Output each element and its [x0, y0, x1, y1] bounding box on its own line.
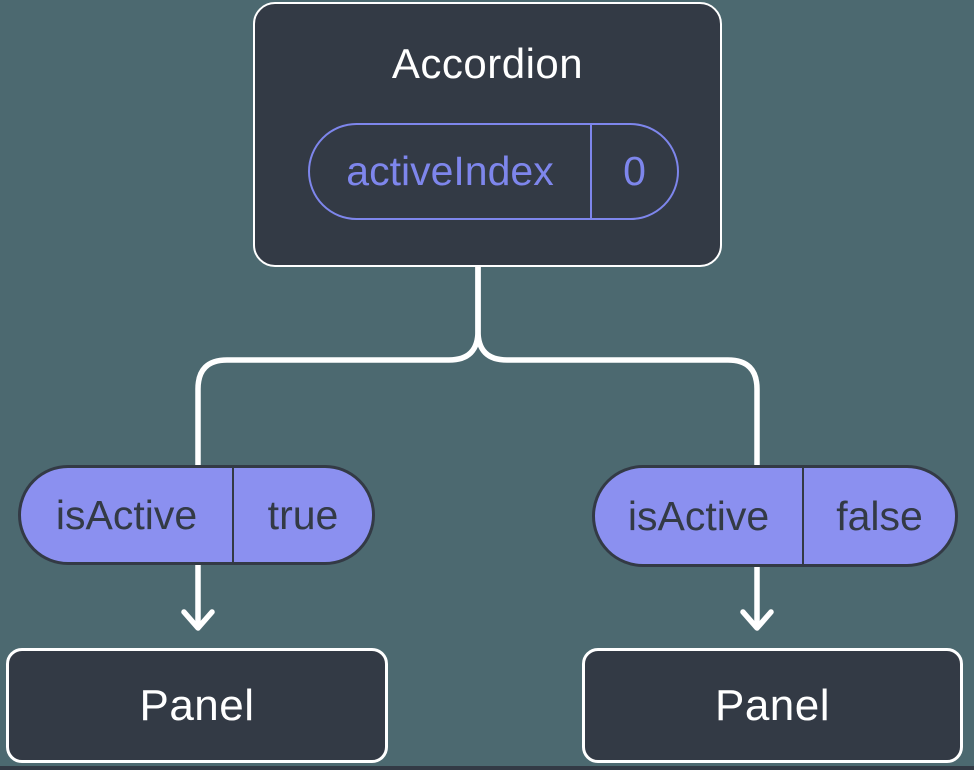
accordion-node-title: Accordion: [391, 40, 584, 87]
prop-pill-value: true: [232, 468, 372, 562]
down-arrow-right-icon: [740, 609, 774, 631]
panel-node-title: Panel: [714, 680, 831, 730]
panel-node-left: Panel: [6, 648, 388, 763]
prop-pill-isactive-true: isActive true: [18, 465, 375, 565]
panel-node-title: Panel: [139, 680, 255, 730]
state-pill-value: 0: [590, 125, 677, 218]
prop-pill-name: isActive: [55, 491, 198, 538]
accordion-node: Accordion activeIndex 0: [253, 2, 722, 267]
state-pill-name: activeIndex: [346, 148, 554, 194]
bottom-edge-strip: [0, 766, 974, 770]
prop-pill-isactive-false: isActive false: [592, 465, 958, 567]
down-arrow-left-icon: [181, 609, 215, 631]
prop-pill-value: false: [802, 468, 955, 564]
prop-pill-name: isActive: [627, 492, 770, 539]
connector-left: [195, 264, 481, 627]
connector-right: [475, 264, 760, 627]
state-pill: activeIndex 0: [308, 123, 679, 220]
panel-node-right: Panel: [582, 648, 963, 763]
